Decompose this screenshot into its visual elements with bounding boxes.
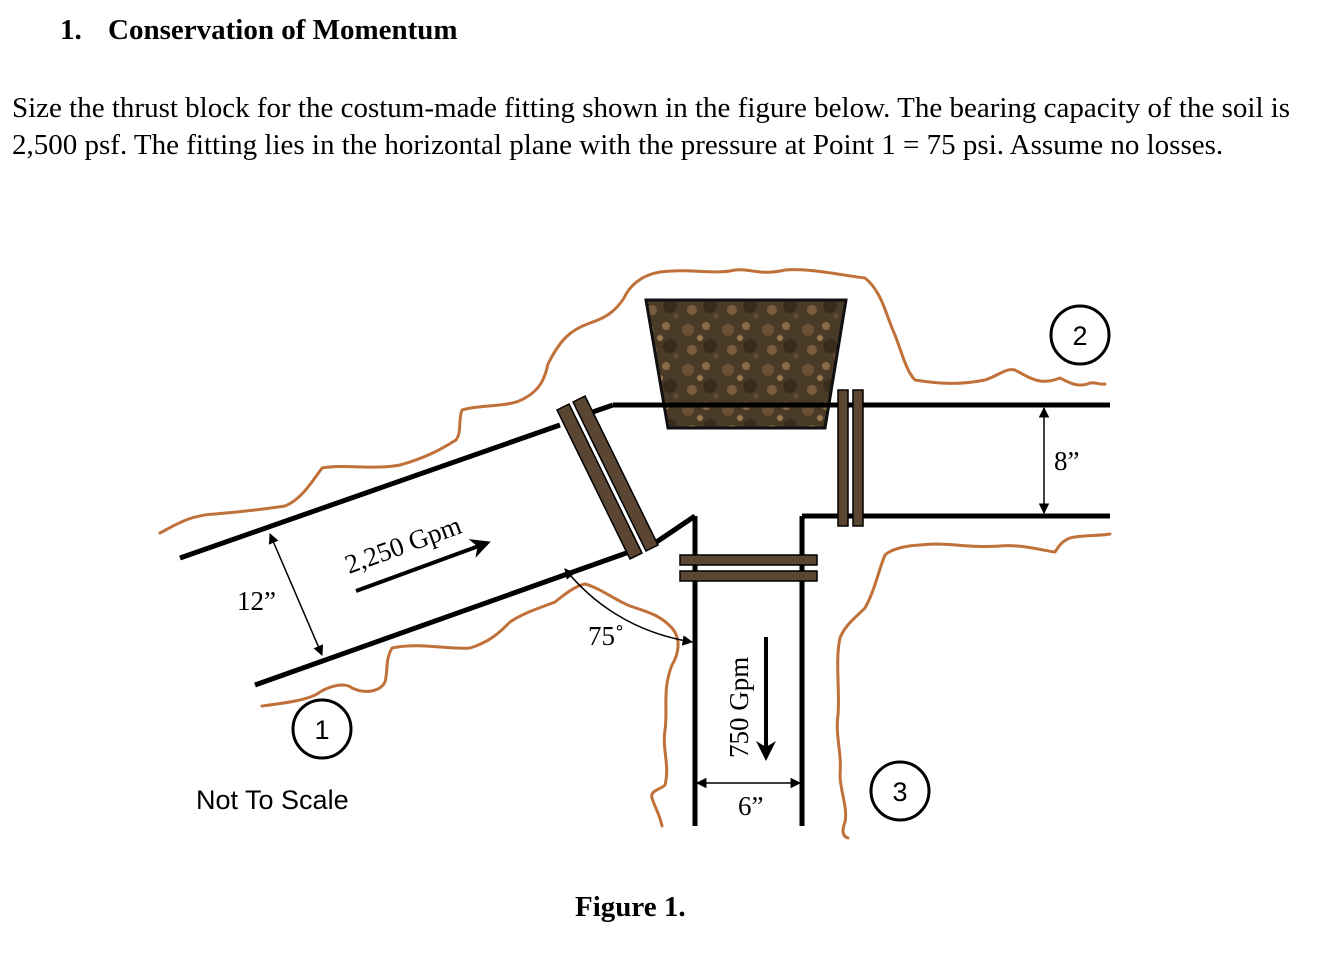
point-label-1: 1 — [314, 715, 329, 745]
point-marker-3: 3 — [869, 760, 931, 822]
point-marker-1: 1 — [291, 698, 353, 760]
section-number: 1. — [60, 14, 82, 46]
angle-arc — [564, 568, 694, 646]
dim-label-outlet: 8” — [1054, 446, 1079, 476]
section-title: Conservation of Momentum — [108, 14, 458, 46]
section-heading: 1. Conservation of Momentum — [60, 14, 458, 47]
flow-arrow-inlet — [355, 539, 491, 593]
thrust-block — [644, 298, 848, 430]
flow-label-inlet: 2,250 Gpm — [341, 510, 465, 580]
point-label-3: 3 — [892, 777, 907, 807]
point-label-2: 2 — [1072, 321, 1087, 351]
angle-label: 75˚ — [588, 621, 624, 651]
problem-statement: Size the thrust block for the costum-mad… — [12, 92, 1291, 161]
dim-label-inlet: 12” — [237, 586, 276, 616]
flange-outlet — [837, 389, 864, 527]
dim-label-branch: 6” — [738, 791, 763, 821]
flow-label-branch: 750 Gpm — [724, 657, 754, 758]
figure-caption: Figure 1. — [575, 891, 686, 923]
point-marker-2: 2 — [1049, 304, 1111, 366]
dim-line-inlet — [268, 533, 324, 656]
flange-inlet — [555, 394, 660, 561]
flange-branch — [679, 554, 818, 582]
pipe-walls — [179, 402, 1110, 826]
scale-note: Not To Scale — [196, 785, 349, 815]
